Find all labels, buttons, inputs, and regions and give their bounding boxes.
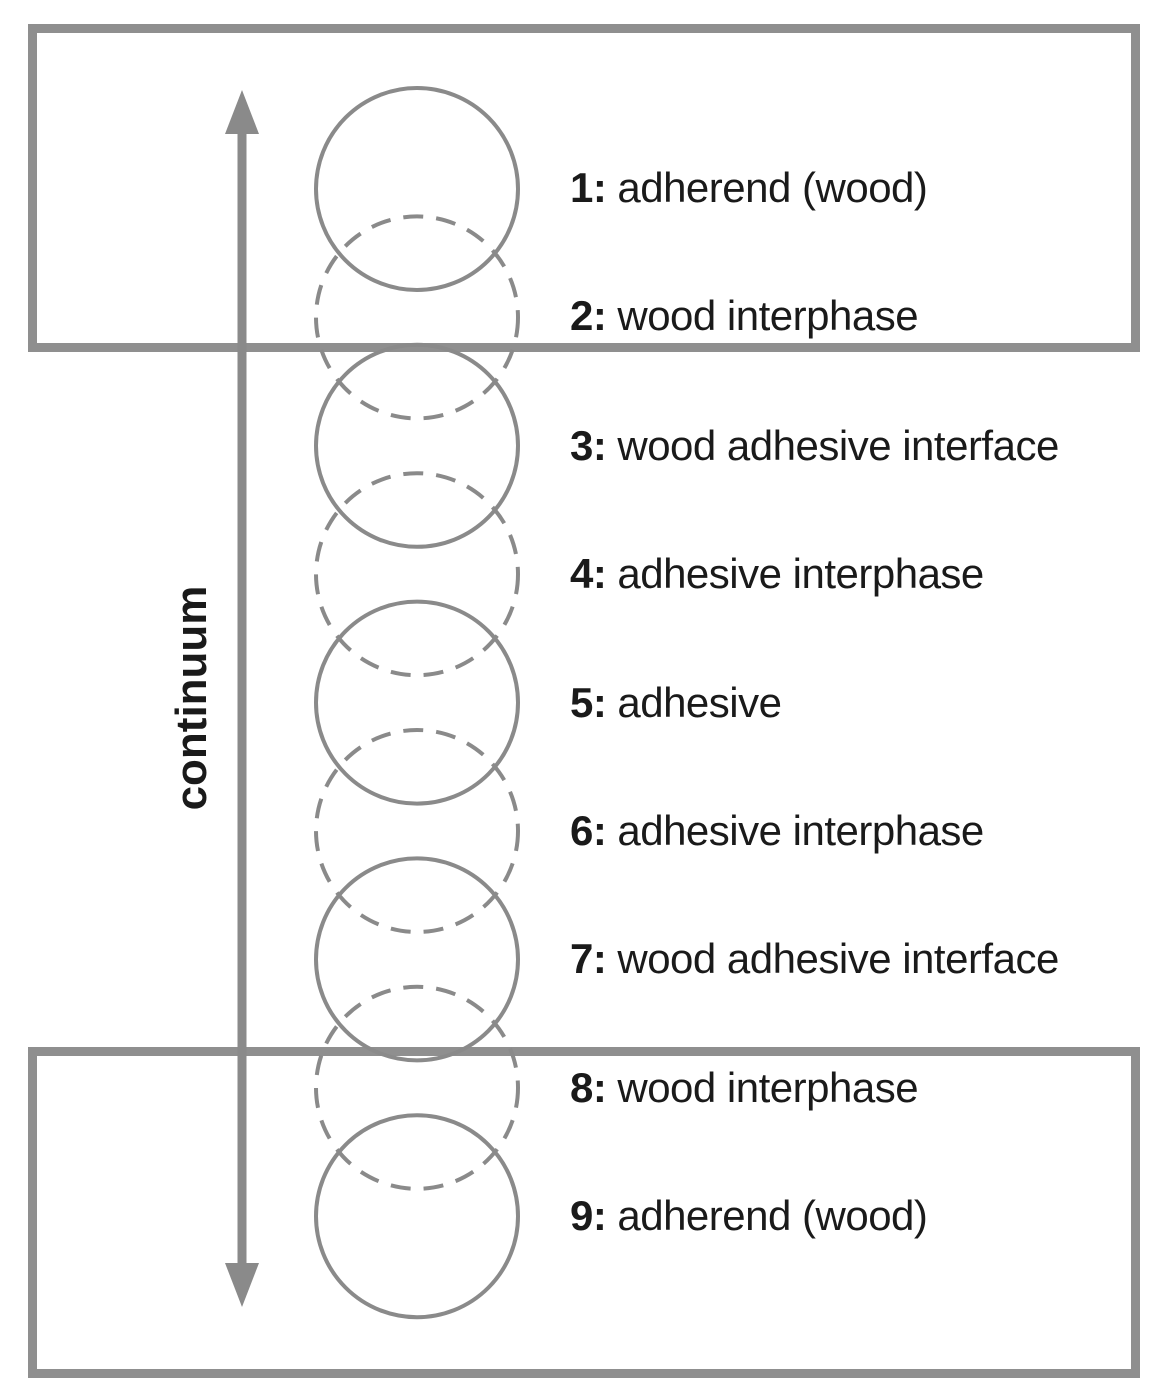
layer-label-row-9: 9:adherend (wood) (570, 1192, 928, 1240)
layer-label-row-3: 3:wood adhesive interface (570, 422, 1059, 470)
continuum-label: continuum (167, 585, 216, 811)
layer-label-row-1: 1:adherend (wood) (570, 164, 928, 212)
layer-label-row-2: 2:wood interphase (570, 292, 919, 340)
continuum-double-arrow-icon (225, 90, 259, 1307)
layer-number: 8: (570, 1064, 607, 1111)
layer-name: adherend (wood) (617, 164, 928, 211)
layer-circle-2 (314, 214, 520, 421)
layer-number: 9: (570, 1192, 607, 1239)
arrow-head-up-icon (225, 90, 259, 134)
layer-name: adhesive interphase (617, 807, 984, 854)
layer-number: 6: (570, 807, 607, 854)
layer-label-row-5: 5:adhesive (570, 679, 782, 727)
circle-chain (314, 86, 520, 1320)
layer-number: 5: (570, 679, 607, 726)
layer-circle-9 (314, 1113, 520, 1320)
layer-name: wood interphase (617, 1064, 919, 1111)
layer-circle-1 (314, 86, 520, 292)
layer-number: 1: (570, 164, 607, 211)
layer-name: wood adhesive interface (617, 935, 1059, 982)
layer-name: adherend (wood) (617, 1192, 928, 1239)
layer-label-row-4: 4:adhesive interphase (570, 550, 984, 598)
adherend-bottom-rectangle (28, 1047, 1140, 1378)
layer-name: wood interphase (617, 292, 919, 339)
layer-label-row-8: 8:wood interphase (570, 1064, 919, 1112)
layer-name: adhesive interphase (617, 550, 984, 597)
layer-label-row-6: 6:adhesive interphase (570, 807, 984, 855)
layer-circle-3 (314, 342, 520, 549)
layer-circle-6 (314, 728, 520, 934)
layer-circle-8 (314, 984, 520, 1191)
layer-number: 3: (570, 422, 607, 469)
layer-number: 7: (570, 935, 607, 982)
layer-number: 4: (570, 550, 607, 597)
layer-name: wood adhesive interface (617, 422, 1059, 469)
layer-number: 2: (570, 292, 607, 339)
adherend-top-rectangle (28, 24, 1140, 352)
arrow-head-down-icon (225, 1263, 259, 1307)
layer-circle-4 (314, 471, 520, 678)
layer-name: adhesive (617, 679, 782, 726)
layer-label-row-7: 7:wood adhesive interface (570, 935, 1059, 983)
layer-circle-7 (314, 856, 520, 1063)
layer-circle-5 (314, 599, 520, 806)
